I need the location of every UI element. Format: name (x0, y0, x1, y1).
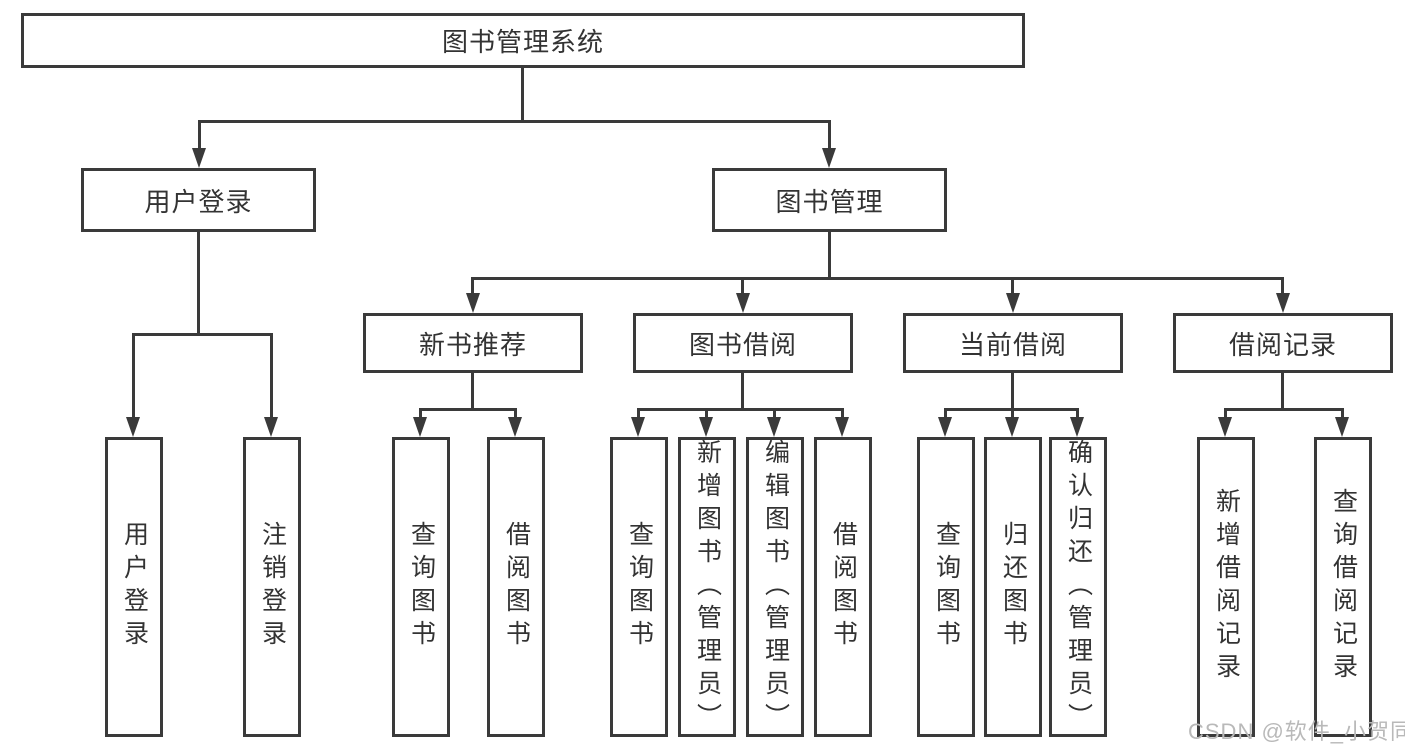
leaf-edit-books-admin: 编辑图书（管理员） (746, 437, 804, 737)
node-label: 图书借阅 (688, 329, 797, 360)
connector (1076, 408, 1079, 419)
node-label: 新增图书（管理员） (693, 438, 722, 736)
arrowhead-icon (631, 417, 645, 437)
connector (419, 408, 517, 411)
arrowhead-icon (508, 417, 522, 437)
node-label: 归还图书 (999, 521, 1028, 653)
connector (197, 232, 200, 336)
node-label: 用户登录 (120, 521, 149, 653)
connector (1224, 408, 1344, 411)
connector (1011, 373, 1014, 411)
node-book-borrow: 图书借阅 (633, 313, 853, 373)
connector (741, 277, 744, 295)
leaf-query-borrow-record: 查询借阅记录 (1314, 437, 1372, 737)
arrowhead-icon (413, 417, 427, 437)
arrowhead-icon (699, 417, 713, 437)
connector (198, 120, 831, 123)
node-label: 新书推荐 (418, 329, 527, 360)
leaf-confirm-return-admin: 确认归还（管理员） (1049, 437, 1107, 737)
arrowhead-icon (1006, 293, 1020, 313)
arrowhead-icon (1070, 417, 1084, 437)
connector (198, 120, 201, 150)
connector (944, 408, 947, 419)
node-label: 新增借阅记录 (1212, 488, 1241, 686)
node-book-management-system: 图书管理系统 (21, 13, 1025, 68)
arrowhead-icon (835, 417, 849, 437)
connector (471, 277, 1284, 280)
arrowhead-icon (264, 417, 278, 437)
arrowhead-icon (126, 417, 140, 437)
node-label: 查询图书 (932, 521, 961, 653)
leaf-add-borrow-record: 新增借阅记录 (1197, 437, 1255, 737)
connector (773, 408, 776, 419)
connector (132, 333, 273, 336)
node-current-borrow: 当前借阅 (903, 313, 1123, 373)
node-user-login-group: 用户登录 (81, 168, 316, 232)
node-label: 注销登录 (258, 521, 287, 653)
leaf-query-books-current: 查询图书 (917, 437, 975, 737)
node-label: 借阅图书 (829, 521, 858, 653)
leaf-user-login: 用户登录 (105, 437, 163, 737)
node-label: 查询图书 (625, 521, 654, 653)
connector (419, 408, 422, 419)
leaf-borrow-books: 借阅图书 (814, 437, 872, 737)
node-new-book-recommend: 新书推荐 (363, 313, 583, 373)
node-label: 借阅图书 (502, 521, 531, 653)
connector (132, 333, 135, 419)
leaf-return-books: 归还图书 (984, 437, 1042, 737)
node-label: 图书管理 (775, 186, 884, 217)
node-label: 当前借阅 (958, 329, 1067, 360)
arrowhead-icon (1218, 417, 1232, 437)
watermark: CSDN @软件_小贺同学 (1188, 719, 1405, 744)
connector (514, 408, 517, 419)
leaf-logout: 注销登录 (243, 437, 301, 737)
arrowhead-icon (938, 417, 952, 437)
node-borrow-records: 借阅记录 (1173, 313, 1393, 373)
arrowhead-icon (1005, 417, 1019, 437)
node-book-management: 图书管理 (712, 168, 947, 232)
arrowhead-icon (192, 148, 206, 168)
connector (828, 120, 831, 150)
connector (1011, 277, 1014, 295)
connector (1224, 408, 1227, 419)
connector (637, 408, 640, 419)
leaf-add-books-admin: 新增图书（管理员） (678, 437, 736, 737)
arrowhead-icon (1335, 417, 1349, 437)
connector (705, 408, 708, 419)
node-label: 查询借阅记录 (1329, 488, 1358, 686)
connector (1281, 277, 1284, 295)
arrowhead-icon (1276, 293, 1290, 313)
connector (1011, 408, 1014, 419)
node-label: 图书管理系统 (441, 27, 604, 57)
connector (828, 232, 831, 280)
connector (521, 68, 524, 123)
leaf-query-books-recommend: 查询图书 (392, 437, 450, 737)
connector (471, 277, 474, 295)
arrowhead-icon (736, 293, 750, 313)
connector (1341, 408, 1344, 419)
arrowhead-icon (466, 293, 480, 313)
arrowhead-icon (767, 417, 781, 437)
node-label: 借阅记录 (1228, 329, 1337, 360)
connector (841, 408, 844, 419)
connector (270, 333, 273, 419)
connector (637, 408, 844, 411)
connector (741, 373, 744, 411)
leaf-query-books-borrow: 查询图书 (610, 437, 668, 737)
connector (471, 373, 474, 411)
node-label: 确认归还（管理员） (1064, 438, 1093, 736)
arrowhead-icon (822, 148, 836, 168)
connector (1281, 373, 1284, 411)
leaf-borrow-books-recommend: 借阅图书 (487, 437, 545, 737)
node-label: 查询图书 (407, 521, 436, 653)
node-label: 用户登录 (144, 186, 253, 217)
node-label: 编辑图书（管理员） (761, 438, 790, 736)
